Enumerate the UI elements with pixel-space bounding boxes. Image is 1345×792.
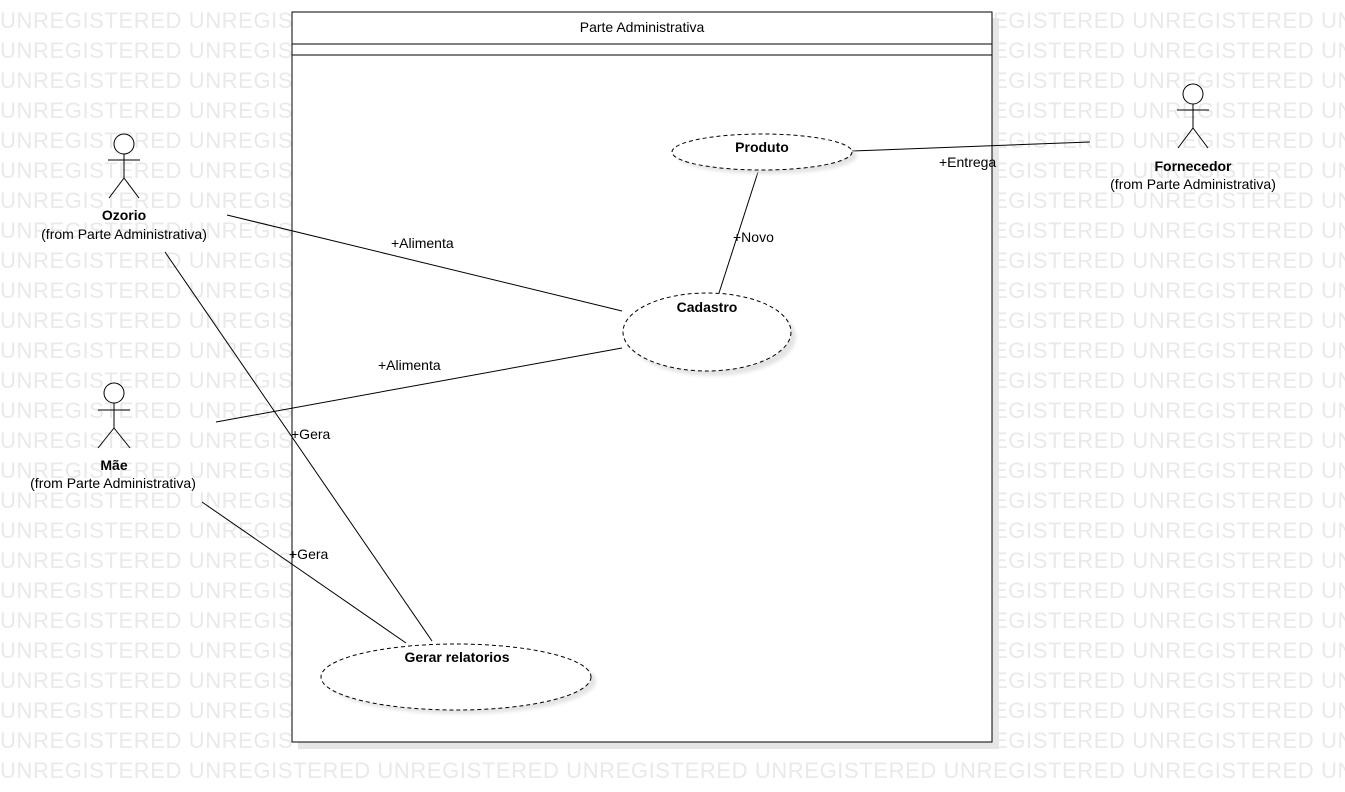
association-ozorio-relatorios[interactable] <box>164 251 433 642</box>
actor-origin: (from Parte Administrativa) <box>1110 176 1276 192</box>
use-case-label: Gerar relatorios <box>404 649 509 665</box>
stick-figure-icon <box>1177 83 1209 149</box>
use-case-label: Produto <box>735 139 789 155</box>
association-label: +Alimenta <box>378 357 441 373</box>
associations <box>164 141 1091 644</box>
stick-figure-icon <box>108 133 140 199</box>
actor-ozorio[interactable]: Ozorio (from Parte Administrativa) <box>41 133 207 242</box>
use-case-cadastro[interactable]: Cadastro <box>622 292 796 376</box>
association-label: +Alimenta <box>391 235 454 251</box>
association-label: +Gera <box>291 426 331 442</box>
actor-name: Mãe <box>100 457 127 473</box>
system-boundary-title: Parte Administrativa <box>580 19 705 35</box>
system-boundary[interactable]: Parte Administrativa <box>291 11 999 749</box>
use-case-produto[interactable]: Produto <box>671 133 857 174</box>
association-cadastro-produto[interactable] <box>718 171 759 294</box>
actor-fornecedor[interactable]: Fornecedor (from Parte Administrativa) <box>1110 83 1276 192</box>
actor-name: Ozorio <box>102 207 146 223</box>
association-label: +Novo <box>733 229 774 245</box>
association-ozorio-cadastro[interactable] <box>226 214 623 312</box>
actor-origin: (from Parte Administrativa) <box>41 226 207 242</box>
association-fornecedor-produto[interactable] <box>851 141 1091 152</box>
association-label: +Gera <box>289 546 329 562</box>
association-label: +Entrega <box>939 154 996 170</box>
actor-mae[interactable]: Mãe (from Parte Administrativa) <box>30 382 196 491</box>
use-case-gerar-relatorios[interactable]: Gerar relatorios <box>320 643 596 714</box>
stick-figure-icon <box>97 382 131 449</box>
association-mae-relatorios[interactable] <box>201 501 407 644</box>
actor-name: Fornecedor <box>1154 158 1232 174</box>
actor-origin: (from Parte Administrativa) <box>30 475 196 491</box>
association-mae-cadastro[interactable] <box>215 347 623 423</box>
use-case-label: Cadastro <box>677 299 738 315</box>
